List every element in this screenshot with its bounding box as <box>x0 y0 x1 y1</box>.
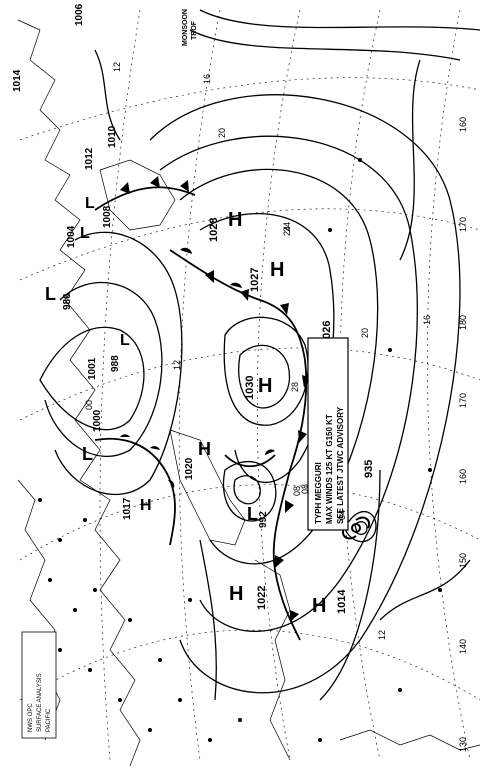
isobar-label: 04 <box>337 510 347 520</box>
longitude-labels: 160 170 180 170 160 150 140 130 <box>458 117 468 752</box>
high-value: 1017 <box>122 497 133 520</box>
high-letter: H <box>228 209 242 231</box>
cold-front-north <box>94 186 196 211</box>
graticule <box>19 9 481 761</box>
high-value: 1014 <box>336 589 348 614</box>
isobar-label: 20 <box>360 328 370 338</box>
isobar-label: 08 <box>300 484 310 494</box>
isobar-label: 16 <box>422 315 432 325</box>
low-value: 1004 <box>66 225 77 248</box>
coastlines <box>17 19 481 767</box>
pressure-1010: 1010 <box>107 125 118 148</box>
typhoon-advisory-box: TYPH MEGGURI MAX WINDS 125 KT G150 KT SE… <box>307 337 349 531</box>
isobar-label: 12 <box>172 360 182 370</box>
high-letter: H <box>140 497 152 514</box>
top-labels: MONSOON TROF 1006 1014 1010 1012 <box>12 3 198 170</box>
high-letter: H <box>258 375 272 397</box>
advisory-line-1: TYPH MEGGURI <box>314 462 323 524</box>
longitude-label: 130 <box>458 737 468 752</box>
isobar-label: 12 <box>377 630 387 640</box>
low-value: 988 <box>110 355 121 372</box>
high-value: 1022 <box>256 586 268 610</box>
low-value: 1001 <box>87 357 98 380</box>
high-value: 1020 <box>184 457 195 480</box>
low-letter: L <box>82 444 93 464</box>
low-value: 1008 <box>102 205 113 228</box>
trof-label: TROF <box>191 20 198 40</box>
isobar-label: 08 <box>292 486 302 496</box>
high-value: 1028 <box>208 218 220 242</box>
station-plots <box>38 158 442 742</box>
high-letter: H <box>270 259 284 281</box>
longitude-label: 150 <box>458 553 468 568</box>
legend-line-1: NWS OPC <box>28 703 34 732</box>
isobar-label: 00 <box>84 400 94 410</box>
pressure-1012: 1012 <box>84 147 95 170</box>
low-centers: L 1000 L 986 1001 L 988 L 992 L 1008 L 1… <box>45 195 269 528</box>
low-letter: L <box>247 504 258 524</box>
isobar-label: 20 <box>217 128 227 138</box>
monsoon-label: MONSOON <box>182 9 189 46</box>
longitude-label: 160 <box>458 117 468 132</box>
isobar-label: 24 <box>282 226 292 236</box>
advisory-line-2: MAX WINDS 125 KT G150 KT <box>325 414 334 524</box>
isobars <box>39 9 481 701</box>
longitude-label: 140 <box>458 639 468 654</box>
front-near-low-992 <box>224 454 276 468</box>
low-letter: L <box>45 284 56 304</box>
typhoon-pressure: 935 <box>363 460 375 478</box>
isobar-label: 16 <box>202 74 212 84</box>
advisory-line-3: SEE LATEST JTWC ADVISORY <box>336 406 345 524</box>
isobar-label: 24 <box>282 222 292 232</box>
pressure-1014: 1014 <box>12 69 23 92</box>
longitude-label: 170 <box>458 393 468 408</box>
isobar-label: 12 <box>112 62 122 72</box>
low-letter: L <box>85 195 95 212</box>
low-value: 992 <box>258 511 269 528</box>
isobar-labels: 12 16 20 24 28 08 04 00 12 16 20 24 08 1… <box>84 62 432 640</box>
isobar-label: 28 <box>290 382 300 392</box>
longitude-label: 170 <box>458 217 468 232</box>
corner-pressure: 1006 <box>74 3 85 26</box>
longitude-label: 160 <box>458 469 468 484</box>
legend-line-3: PACIFIC <box>46 708 52 732</box>
high-letter: H <box>229 583 243 605</box>
low-letter: L <box>120 332 130 349</box>
high-letter: H <box>198 439 211 459</box>
high-value: 1027 <box>249 268 261 292</box>
legend-line-2: SURFACE ANALYSIS <box>37 673 43 732</box>
low-value: 1000 <box>92 409 103 432</box>
high-letter: H <box>312 595 326 617</box>
longitude-label: 180 <box>458 315 468 330</box>
low-value: 986 <box>62 293 73 310</box>
occluded-front-west <box>94 437 176 546</box>
low-letter: L <box>80 225 90 242</box>
high-value: 1030 <box>244 376 256 400</box>
front-symbols <box>120 176 311 622</box>
legend-box: NWS OPC SURFACE ANALYSIS PACIFIC <box>21 631 57 739</box>
